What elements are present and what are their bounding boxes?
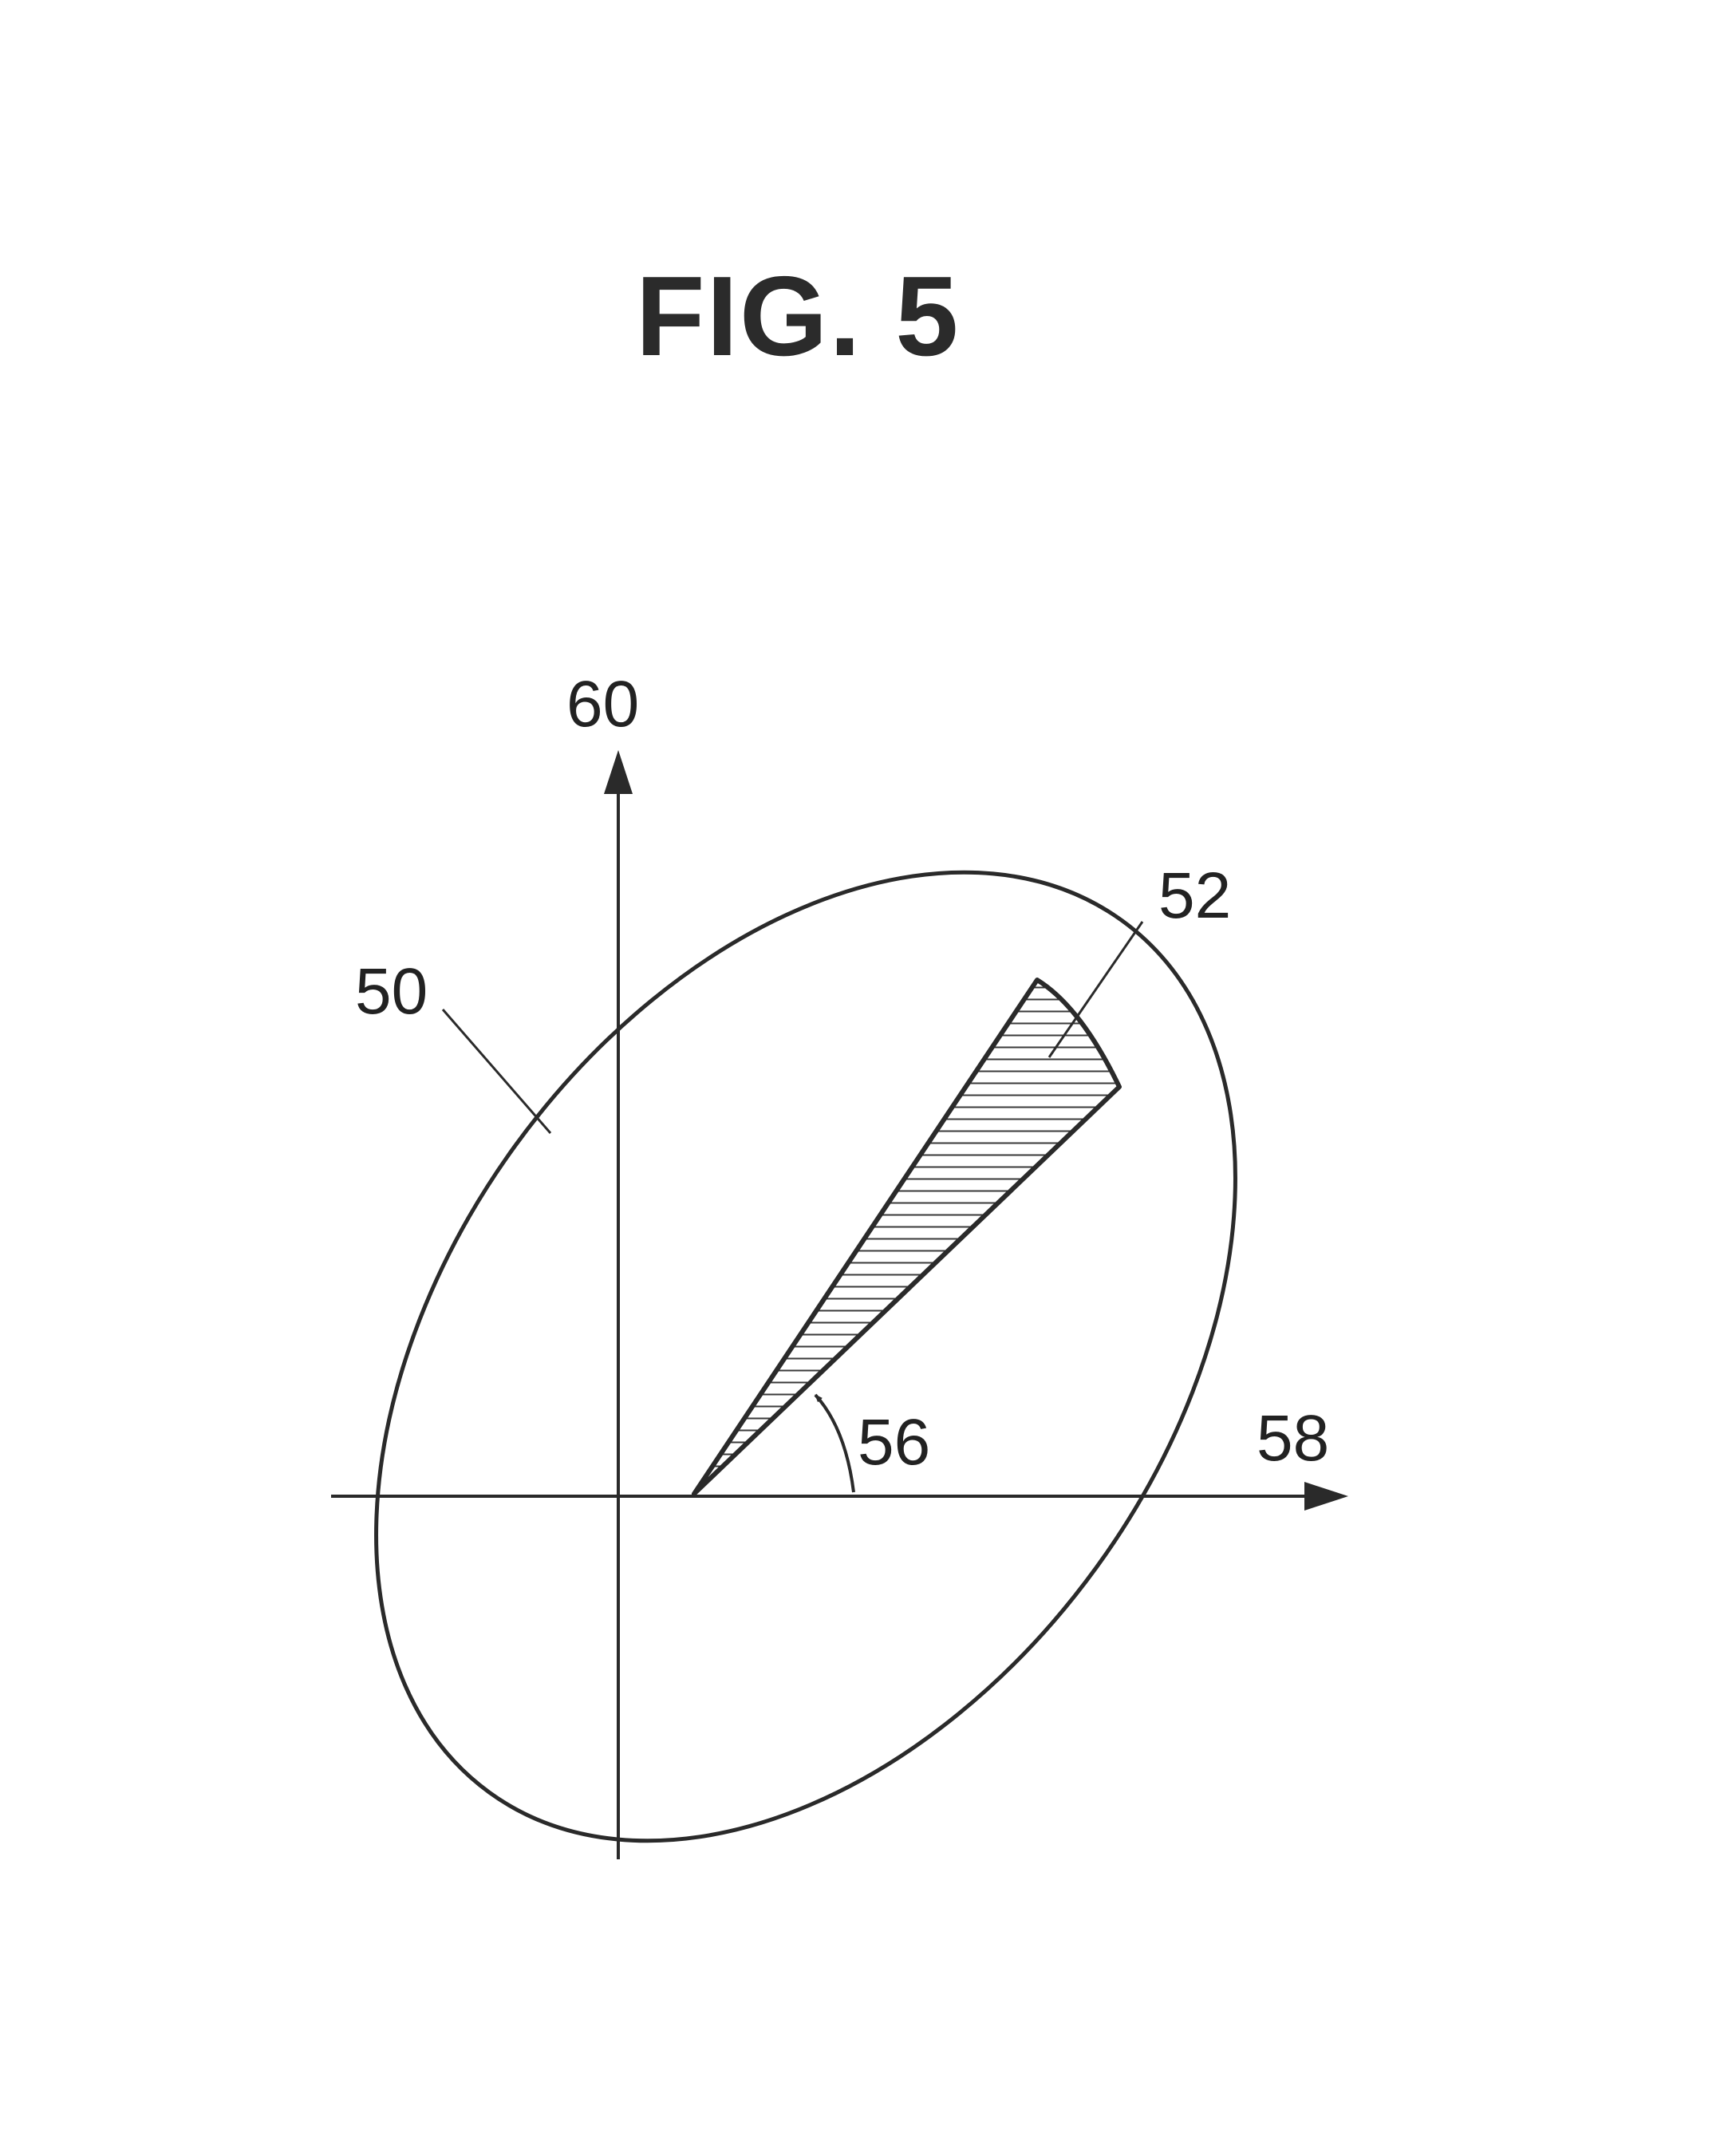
- angle-arc-56: [814, 1393, 855, 1493]
- vertical-axis-arrowhead: [604, 750, 633, 794]
- label-58: 58: [1257, 1402, 1329, 1475]
- figure-title: FIG. 5: [635, 253, 961, 380]
- label-60: 60: [566, 668, 639, 741]
- horizontal-axis-arrowhead: [1304, 1482, 1348, 1511]
- leader-line-50: [441, 1009, 552, 1134]
- shaded-region-52: [692, 978, 1122, 1496]
- ellipse-50: [374, 870, 1237, 1843]
- label-50: 50: [355, 955, 428, 1028]
- label-56: 56: [858, 1406, 930, 1479]
- leader-line-52: [1048, 921, 1144, 1058]
- horizontal-axis: [331, 1482, 1348, 1511]
- label-52: 52: [1158, 859, 1231, 932]
- vertical-axis: [604, 750, 633, 1859]
